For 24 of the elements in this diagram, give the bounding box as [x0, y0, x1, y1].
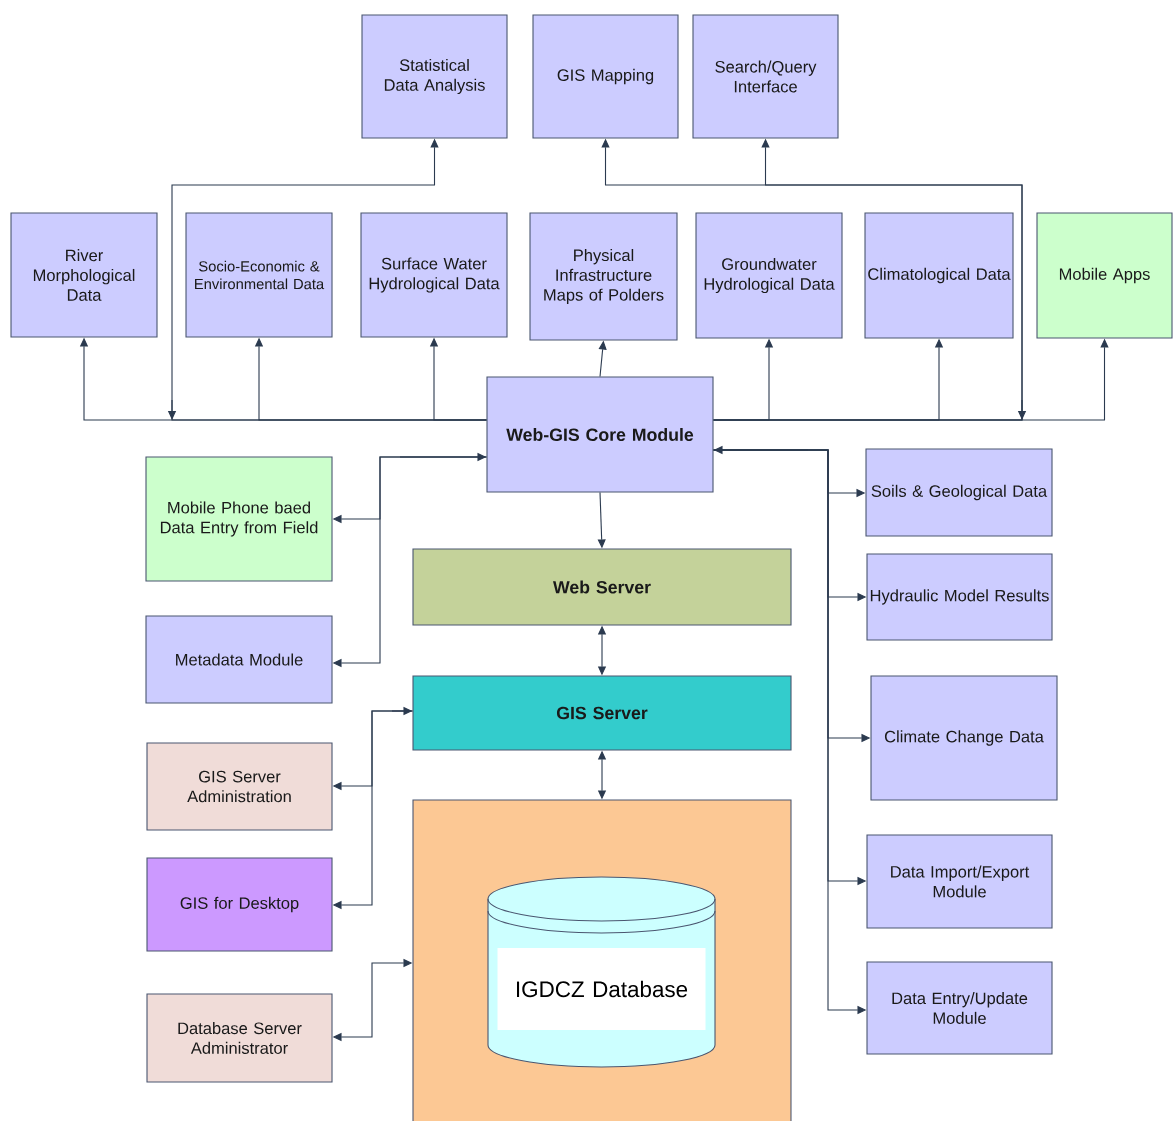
data-box: Climate Change Data: [870, 675, 1058, 801]
data-box: Physical Infrastructure Maps of Polders: [529, 212, 678, 341]
app-box: Mobile Apps: [1036, 212, 1173, 339]
admin-box: Database Server Administrator: [146, 993, 333, 1083]
data-box: Surface Water Hydrological Data: [360, 212, 508, 338]
module-box: Search/Query Interface: [692, 14, 839, 139]
app-box: Mobile Phone baed Data Entry from Field: [145, 456, 333, 582]
database-cylinder: IGDCZ Database: [487, 876, 716, 1068]
data-box: Soils & Geological Data: [865, 448, 1053, 537]
module-box: Data Entry/Update Module: [866, 961, 1053, 1055]
data-box: Hydraulic Model Results: [866, 553, 1053, 641]
data-box: Socio-Economic & Environmental Data: [185, 212, 333, 338]
core-module-box: Web-GIS Core Module: [486, 376, 714, 493]
desktop-box: GIS for Desktop: [146, 857, 333, 952]
server-box: Web Server: [412, 548, 792, 626]
data-box: River Morphological Data: [10, 212, 158, 338]
data-box: Groundwater Hydrological Data: [695, 212, 843, 339]
module-box: Metadata Module: [145, 615, 333, 704]
server-box: GIS Server: [412, 675, 792, 751]
module-box: Data Import/Export Module: [866, 834, 1053, 929]
admin-box: GIS Server Administration: [146, 742, 333, 831]
module-box: Statistical Data Analysis: [361, 14, 508, 139]
module-box: GIS Mapping: [532, 14, 679, 139]
data-box: Climatological Data: [864, 212, 1014, 339]
